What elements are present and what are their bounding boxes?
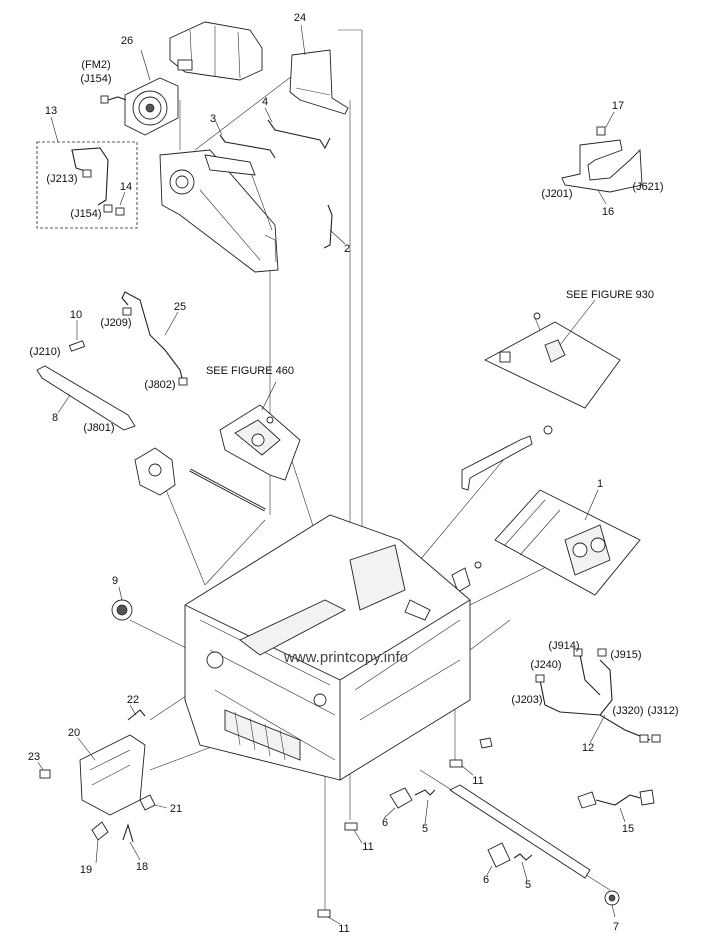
connector-j209: (J209) <box>100 317 131 329</box>
connector-j201: (J201) <box>541 188 572 200</box>
callout-9: 9 <box>112 575 118 587</box>
connector-j802: (J802) <box>144 379 175 391</box>
see-figure-930-note: SEE FIGURE 930 <box>566 289 654 301</box>
connector-j240: (J240) <box>530 659 561 671</box>
connector-fm2: (FM2) <box>81 59 110 71</box>
power-cord <box>577 789 655 809</box>
callout-6b: 6 <box>483 874 489 886</box>
callout-13: 13 <box>45 105 57 117</box>
callout-7: 7 <box>613 921 619 933</box>
figure-references: SEE FIGURE 930 SEE FIGURE 460 <box>206 289 654 377</box>
connector-j915: (J915) <box>610 649 641 661</box>
formatter-board <box>484 312 621 409</box>
callout-3: 3 <box>210 113 216 125</box>
callout-17: 17 <box>612 100 624 112</box>
callout-labels: 1 2 3 4 5 5 6 6 7 8 9 10 11 11 11 12 13 … <box>28 12 634 935</box>
rod <box>189 468 266 512</box>
callout-20: 20 <box>68 727 80 739</box>
connector-j320: (J320) <box>612 705 643 717</box>
flat-cable-8 <box>36 340 136 431</box>
callout-14: 14 <box>120 181 132 193</box>
upper-frame <box>159 149 279 273</box>
callout-5b: 5 <box>525 879 531 891</box>
connector-j210: (J210) <box>29 346 60 358</box>
laser-scanner <box>219 404 301 481</box>
cable-25 <box>121 291 188 386</box>
callout-24: 24 <box>294 12 306 24</box>
callout-18: 18 <box>136 861 148 873</box>
watermark: www.printcopy.info <box>283 649 408 666</box>
formatter-bracket <box>461 425 553 491</box>
spring-wires <box>219 119 333 249</box>
callout-6a: 6 <box>382 817 388 829</box>
fan-assembly <box>100 77 179 136</box>
callout-21: 21 <box>170 803 182 815</box>
connector-j914: (J914) <box>548 640 579 652</box>
main-chassis <box>184 514 471 781</box>
callout-leaders <box>37 24 626 925</box>
wire-harness-12 <box>535 648 661 743</box>
connector-j312: (J312) <box>647 705 678 717</box>
callout-19: 19 <box>80 864 92 876</box>
callout-15: 15 <box>622 823 634 835</box>
callout-16: 16 <box>602 206 614 218</box>
connector-j154-cable: (J154) <box>70 208 101 220</box>
callout-11a: 11 <box>472 775 483 787</box>
see-figure-460-note: SEE FIGURE 460 <box>206 365 294 377</box>
bottom-rail <box>317 737 620 918</box>
callout-2: 2 <box>344 243 350 255</box>
connector-j801: (J801) <box>83 422 114 434</box>
connector-j213: (J213) <box>46 173 77 185</box>
callout-1: 1 <box>597 478 603 490</box>
air-duct <box>169 21 263 81</box>
callout-23: 23 <box>28 751 40 763</box>
flat-cable-16 <box>561 126 643 193</box>
callout-11c: 11 <box>338 923 349 935</box>
callout-12: 12 <box>582 742 594 754</box>
gear <box>111 599 133 621</box>
callout-8: 8 <box>52 412 58 424</box>
left-guide-assembly <box>39 709 156 843</box>
connector-j154-fan: (J154) <box>80 73 111 85</box>
callout-10: 10 <box>70 309 82 321</box>
callout-25: 25 <box>174 301 186 313</box>
side-bracket <box>134 447 176 496</box>
connector-j203: (J203) <box>511 694 542 706</box>
fan-cable-box <box>36 141 138 229</box>
power-supply-board <box>494 489 641 596</box>
guide-plate <box>289 49 349 115</box>
connector-j621: (J621) <box>632 181 663 193</box>
callout-11b: 11 <box>362 841 373 853</box>
connector-labels: (FM2) (J154) (J213) (J154) (J201) (J621)… <box>29 59 678 717</box>
callout-22: 22 <box>127 694 139 706</box>
callout-4: 4 <box>262 96 268 108</box>
small-bracket <box>451 561 482 593</box>
callout-5a: 5 <box>422 823 428 835</box>
callout-26: 26 <box>121 35 133 47</box>
